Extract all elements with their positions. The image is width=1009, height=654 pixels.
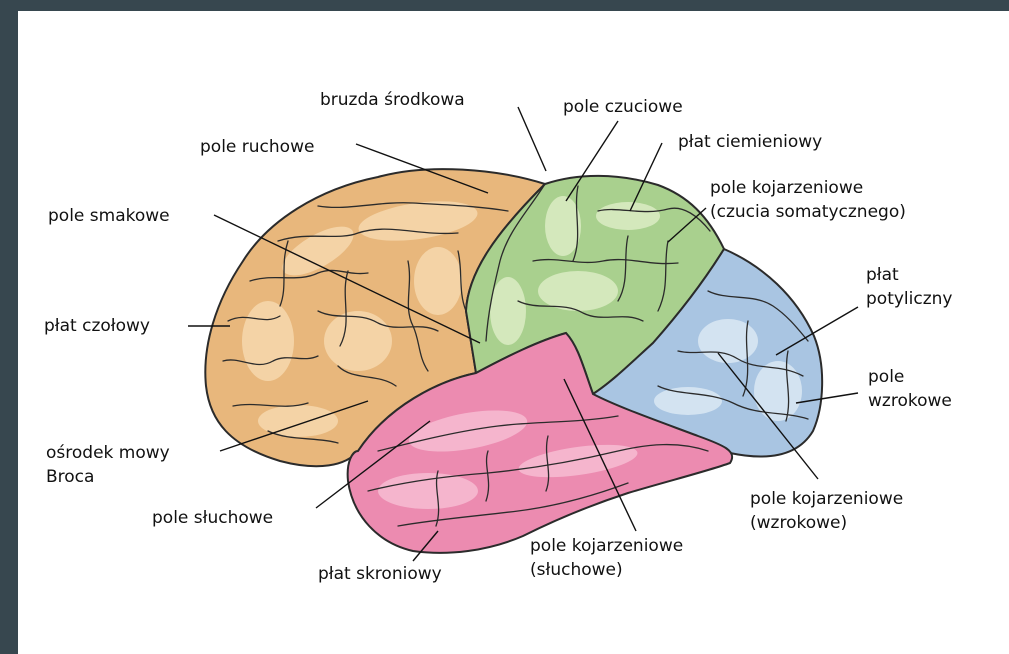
label-plat-ciemieniowy: płat ciemieniowy [678, 132, 822, 152]
label-pole-kojarzeniowe-wzrokowe-line2: (wzrokowe) [750, 513, 847, 533]
label-plat-potyliczny-line1: płat [866, 265, 899, 285]
brain-lobes-diagram: bruzda środkowa pole ruchowe pole czucio… [18, 11, 1009, 654]
label-pole-kojarzeniowe-czucia-line2: (czucia somatycznego) [710, 202, 906, 222]
label-pole-kojarzeniowe-sluchowe-line1: pole kojarzeniowe [530, 536, 683, 556]
brain [205, 169, 822, 553]
diagram-frame: bruzda środkowa pole ruchowe pole czucio… [18, 11, 1009, 654]
leader-bruzda-srodkowa [518, 107, 546, 171]
label-pole-sluchowe: pole słuchowe [152, 508, 273, 528]
label-pole-wzrokowe-line1: pole [868, 367, 904, 387]
label-pole-kojarzeniowe-sluchowe-line2: (słuchowe) [530, 560, 623, 580]
label-pole-smakowe: pole smakowe [48, 206, 170, 226]
label-pole-wzrokowe-line2: wzrokowe [868, 391, 952, 411]
label-osrodek-mowy-line1: ośrodek mowy [46, 443, 170, 463]
label-plat-potyliczny-line2: potyliczny [866, 289, 952, 309]
label-pole-ruchowe: pole ruchowe [200, 137, 314, 157]
label-bruzda-srodkowa: bruzda środkowa [320, 90, 465, 110]
label-pole-kojarzeniowe-wzrokowe-line1: pole kojarzeniowe [750, 489, 903, 509]
label-pole-czuciowe: pole czuciowe [563, 97, 683, 117]
label-pole-kojarzeniowe-czucia-line1: pole kojarzeniowe [710, 178, 863, 198]
label-osrodek-mowy-line2: Broca [46, 467, 94, 487]
label-plat-skroniowy: płat skroniowy [318, 564, 442, 584]
label-plat-czolowy: płat czołowy [44, 316, 150, 336]
